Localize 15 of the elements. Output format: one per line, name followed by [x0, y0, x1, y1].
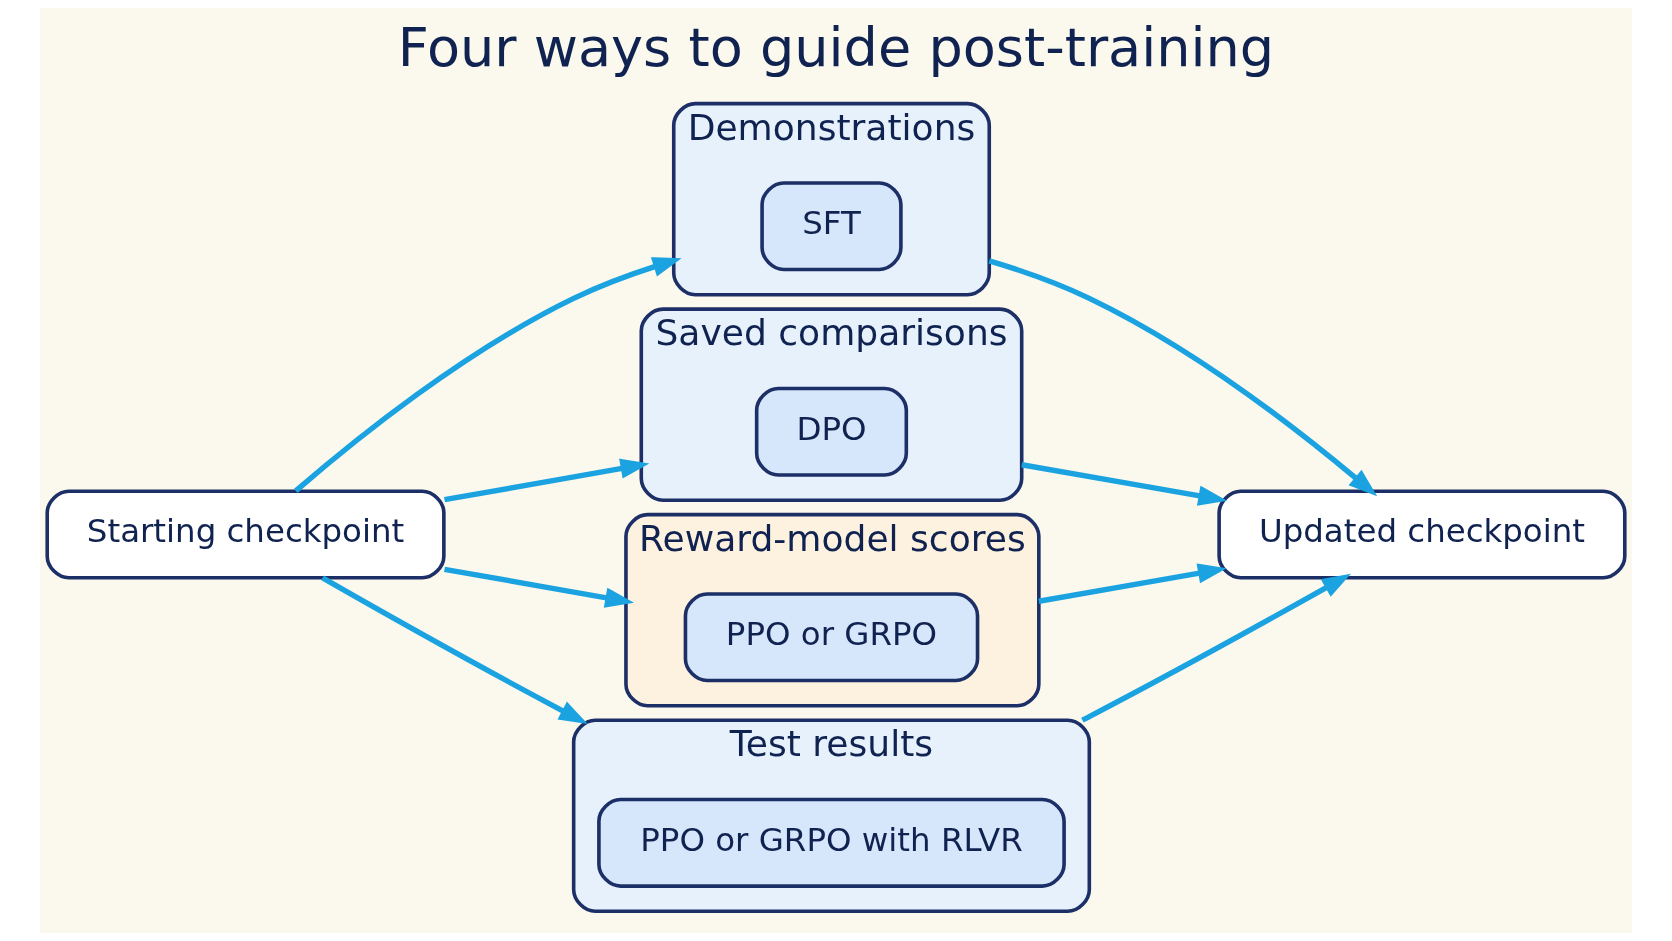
arrow [444, 566, 634, 608]
arrow [988, 258, 1378, 497]
node-box: PPO or GRPO [683, 592, 980, 683]
arrow [1038, 563, 1227, 604]
node-box: Starting checkpoint [45, 489, 446, 580]
node-box: Updated checkpoint [1217, 489, 1627, 580]
arrow [444, 458, 650, 503]
diagram-title: Four ways to guide post-training [397, 15, 1275, 79]
node-box: PPO or GRPO with RLVR [597, 797, 1066, 888]
arrow [321, 575, 588, 725]
arrow [1081, 573, 1351, 723]
arrow [294, 257, 682, 493]
node-box: SFT [760, 181, 903, 272]
arrow [1021, 462, 1228, 506]
node-box: DPO [754, 386, 909, 477]
